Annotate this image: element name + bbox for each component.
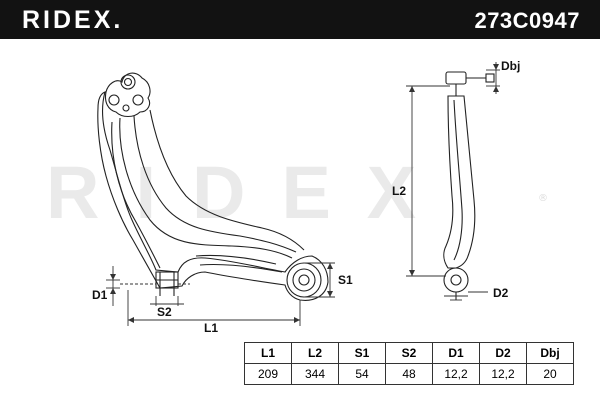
- brand-logo: RIDEX.: [22, 6, 124, 34]
- label-dbj: Dbj: [501, 59, 520, 73]
- spec-header-cell: L2: [291, 342, 339, 364]
- arrowheads-front: [110, 263, 333, 323]
- spec-table-header-row: L1 L2 S1 S2 D1 D2 Dbj: [244, 342, 574, 364]
- spec-value-cell: 209: [244, 363, 292, 385]
- spec-table: L1 L2 S1 S2 D1 D2 Dbj 209 344 54 48 12,2…: [244, 342, 574, 385]
- arrowheads-side: [409, 64, 499, 276]
- control-arm-side-view: [443, 71, 495, 300]
- label-d1: D1: [92, 288, 108, 302]
- spec-header-cell: S2: [385, 342, 433, 364]
- spec-header-cell: S1: [338, 342, 386, 364]
- spec-header-cell: D1: [432, 342, 480, 364]
- label-l2: L2: [392, 184, 406, 198]
- dimension-lines-side: [406, 62, 500, 301]
- part-number: 273C0947: [474, 8, 580, 33]
- watermark-registered-mark: ®: [538, 193, 548, 204]
- spec-value-cell: 12,2: [432, 363, 480, 385]
- spec-table-value-row: 209 344 54 48 12,2 12,2 20: [244, 363, 574, 385]
- spec-header-cell: Dbj: [526, 342, 574, 364]
- spec-value-cell: 344: [291, 363, 339, 385]
- spec-value-cell: 20: [526, 363, 574, 385]
- spec-value-cell: 12,2: [479, 363, 527, 385]
- spec-value-cell: 48: [385, 363, 433, 385]
- spec-header-cell: L1: [244, 342, 292, 364]
- dimension-lines-front: [106, 262, 335, 326]
- label-d2: D2: [493, 286, 509, 300]
- label-s2: S2: [157, 305, 172, 319]
- header-bar: RIDEX. 273C0947: [0, 0, 600, 39]
- control-arm-front-view: [97, 72, 329, 301]
- label-l1: L1: [204, 321, 218, 335]
- spec-value-cell: 54: [338, 363, 386, 385]
- spec-header-cell: D2: [479, 342, 527, 364]
- label-s1: S1: [338, 273, 353, 287]
